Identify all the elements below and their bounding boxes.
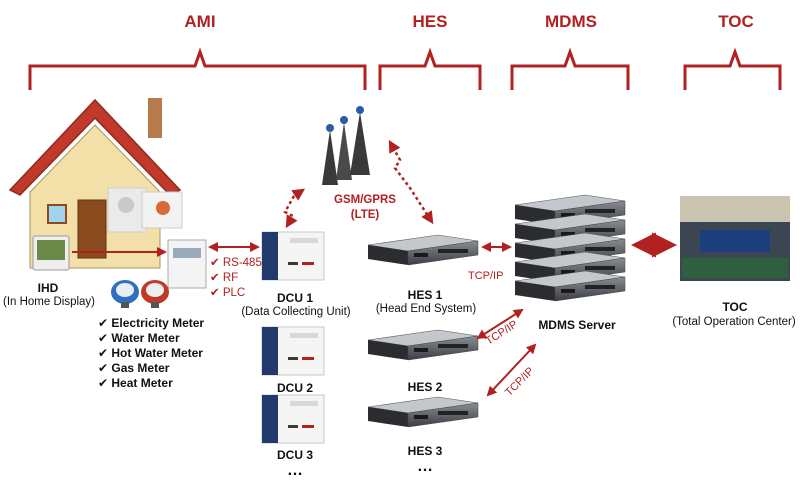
dcu-ellipsis: … [287,462,303,479]
gsm-label: GSM/GPRS [334,194,396,206]
hes1-title: HES 1 [407,288,443,302]
dcu2-title: DCU 2 [276,381,313,395]
protocol-item: ✔ RS-485 [210,257,262,269]
tower-hes-link [388,139,434,225]
meter-list: ✔ Electricity Meter ✔ Water Meter ✔ Hot … [98,316,204,391]
toc-brace [683,47,782,90]
hes2-title: HES 2 [407,380,443,394]
cell-tower [322,106,370,185]
water-meter-blue [111,280,139,308]
mdms-server-label: MDMS Server [538,318,616,332]
hes-ellipsis: … [417,458,433,475]
hes3-server [367,396,479,428]
water-meter-red [141,280,169,308]
ihd-subtitle: (In Home Display) [2,296,96,308]
protocol-item: ✔ RF [210,272,239,284]
dcu3-device [261,394,325,444]
toc-photo [680,196,790,281]
hes1-subtitle: (Head End System) [375,303,477,315]
hes2-server [367,329,479,361]
tcp-label-1: TCP/IP [468,270,504,282]
toc-subtitle: (Total Operation Center) [672,316,796,328]
hes1-server [367,234,479,266]
ami-brace [28,47,367,90]
hes3-title: HES 3 [407,444,443,458]
ihd-device [32,235,70,271]
hes3-mdms-arrow [486,343,537,397]
electricity-meter-photo [167,239,207,289]
dcu1-title: DCU 1 [276,291,313,305]
mdms-brace [510,47,630,90]
dcu1-subtitle: (Data Collecting Unit) [241,306,351,318]
mdms-server-stack [514,194,626,302]
dcu2-device [261,326,325,376]
hes-header: HES [412,12,448,31]
meter-item: ✔ Electricity Meter [98,316,205,330]
mdms-header: MDMS [545,12,597,31]
ami-header: AMI [184,12,216,31]
meter-item: ✔ Hot Water Meter [98,346,203,360]
dcu3-title: DCU 3 [276,448,313,462]
protocol-list: ✔ RS-485 ✔ RF ✔ PLC [210,256,262,301]
meter-item: ✔ Heat Meter [98,376,173,390]
hes2-mdms-arrow [476,308,524,340]
meters-photo-top [107,187,183,233]
lte-label: (LTE) [350,209,380,221]
meter-item: ✔ Water Meter [98,331,180,345]
toc-header: TOC [718,12,754,31]
dcu1-device [261,231,325,281]
protocol-item: ✔ PLC [210,287,246,299]
meter-item: ✔ Gas Meter [98,361,170,375]
hes-brace [378,47,482,90]
dcu-tower-link [283,188,306,229]
toc-title: TOC [722,300,748,314]
ihd-title: IHD [37,281,59,295]
